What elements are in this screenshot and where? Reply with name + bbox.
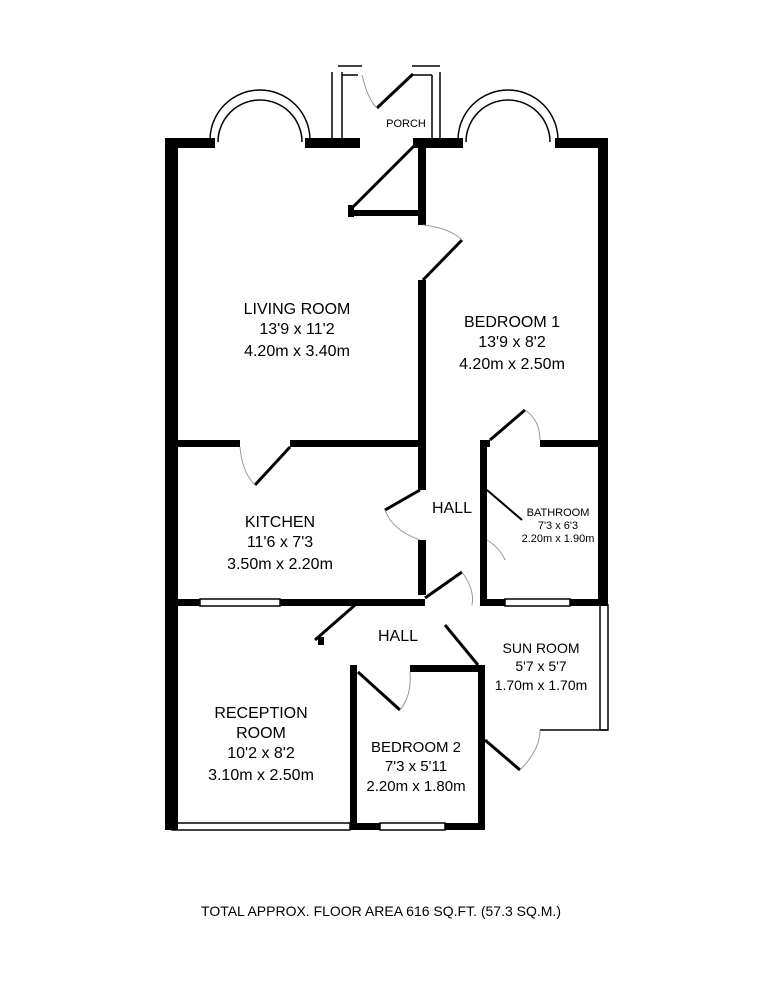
room-metric: 3.50m x 2.20m — [227, 556, 333, 573]
room-name: SUN ROOM — [503, 640, 580, 656]
room-imperial: 7'3 x 5'11 — [385, 758, 447, 775]
total-floor-area: TOTAL APPROX. FLOOR AREA 616 SQ.FT. (57.… — [201, 903, 561, 919]
room-name: LIVING ROOM — [244, 301, 351, 318]
room-imperial: 11'6 x 7'3 — [247, 534, 313, 551]
room-name: BATHROOM — [527, 507, 590, 519]
room-metric: 3.10m x 2.50m — [208, 767, 314, 784]
bedroom-1: BEDROOM 1 13'9 x 8'2 4.20m x 2.50m — [459, 314, 565, 373]
room-imperial: 13'9 x 8'2 — [478, 334, 546, 351]
room-name-line2: ROOM — [236, 725, 286, 742]
room-imperial: 13'9 x 11'2 — [259, 321, 334, 338]
living-room: LIVING ROOM 13'9 x 11'2 4.20m x 3.40m — [244, 301, 351, 360]
room-metric: 1.70m x 1.70m — [495, 677, 588, 693]
room-name: RECEPTION — [214, 705, 307, 722]
kitchen: KITCHEN 11'6 x 7'3 3.50m x 2.20m — [227, 514, 333, 573]
sun-room: SUN ROOM 5'7 x 5'7 1.70m x 1.70m — [495, 640, 588, 693]
room-metric: 2.20m x 1.90m — [522, 533, 595, 545]
room-imperial: 7'3 x 6'3 — [538, 520, 578, 532]
room-metric: 2.20m x 1.80m — [366, 778, 465, 795]
hall-upper-label: HALL — [432, 500, 472, 517]
room-name: BEDROOM 1 — [464, 314, 560, 331]
reception-room: RECEPTION ROOM 10'2 x 8'2 3.10m x 2.50m — [208, 705, 314, 784]
bathroom: BATHROOM 7'3 x 6'3 2.20m x 1.90m — [522, 507, 595, 545]
walls — [165, 65, 609, 831]
room-imperial: 5'7 x 5'7 — [515, 658, 566, 674]
room-name: KITCHEN — [245, 514, 315, 531]
bedroom-2: BEDROOM 2 7'3 x 5'11 2.20m x 1.80m — [366, 739, 465, 795]
room-imperial: 10'2 x 8'2 — [227, 745, 295, 762]
room-metric: 4.20m x 2.50m — [459, 356, 565, 373]
room-metric: 4.20m x 3.40m — [244, 343, 350, 360]
room-name: BEDROOM 2 — [371, 739, 461, 756]
hall-lower-label: HALL — [378, 628, 418, 645]
porch-label: PORCH — [386, 118, 426, 130]
